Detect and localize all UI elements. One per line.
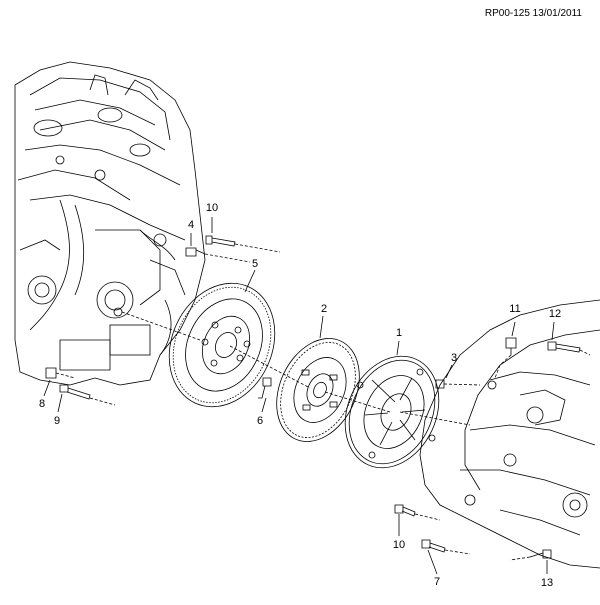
pressure-plate	[344, 355, 440, 469]
callout-10-upper: 10	[205, 202, 219, 214]
alignment-lines	[55, 243, 591, 561]
bolt-8	[45, 367, 57, 379]
bolt-12	[547, 341, 581, 353]
flywheel	[168, 282, 276, 408]
bolt-10-upper	[205, 235, 236, 247]
callout-13: 13	[540, 577, 554, 589]
leader-lines	[43, 217, 555, 575]
callout-12: 12	[548, 308, 562, 320]
bolt-7	[421, 539, 446, 553]
callout-9: 9	[53, 415, 61, 427]
bolt-11	[505, 337, 517, 355]
callout-1: 1	[395, 327, 403, 339]
engine-block	[14, 61, 206, 386]
bolt-6	[258, 377, 272, 399]
callout-3: 3	[450, 352, 458, 364]
bolt-13	[529, 549, 552, 559]
dowel-3	[435, 379, 445, 389]
callout-6: 6	[256, 415, 264, 427]
bolt-4	[185, 247, 206, 257]
bolt-9	[59, 384, 91, 400]
drawing-reference: RP00-125 13/01/2011	[484, 8, 582, 19]
callout-10-lower: 10	[392, 539, 406, 551]
callout-7: 7	[433, 576, 441, 588]
bolt-10-lower	[394, 504, 416, 517]
transmission-housing	[419, 299, 600, 569]
callout-2: 2	[320, 303, 328, 315]
callout-4: 4	[187, 219, 195, 231]
callout-5: 5	[251, 258, 259, 270]
callout-8: 8	[38, 398, 46, 410]
callout-11: 11	[509, 303, 521, 315]
